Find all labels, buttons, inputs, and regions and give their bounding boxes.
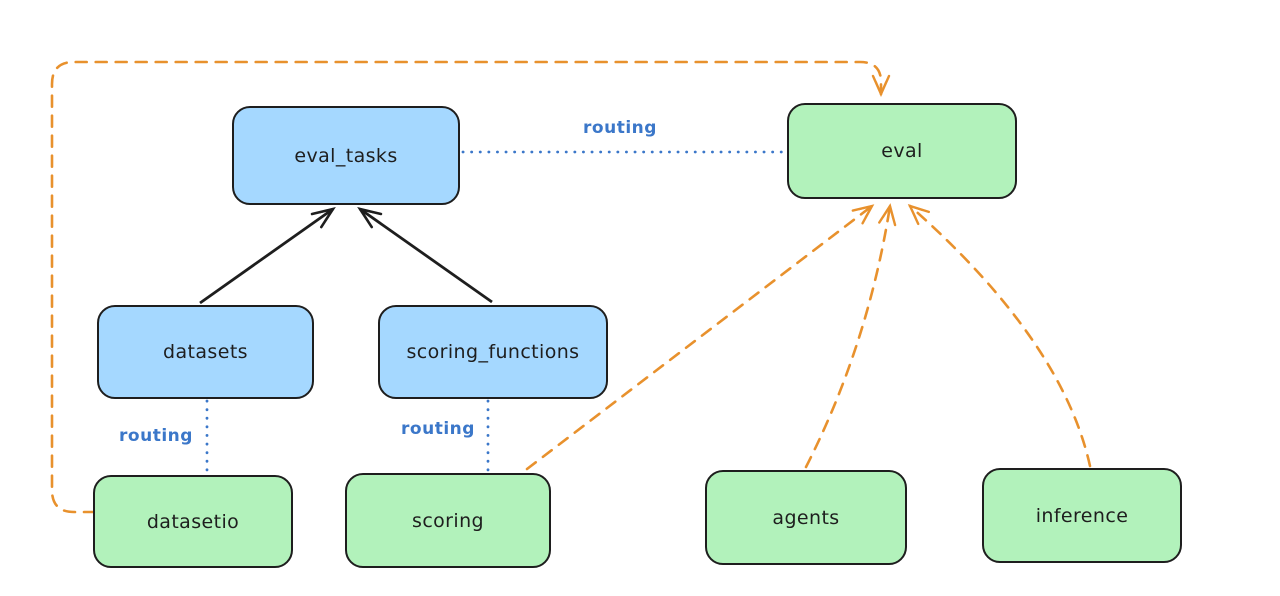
node-datasets: datasets — [97, 305, 314, 399]
edge-label-routing-datasets-datasetio: routing — [119, 426, 193, 446]
node-eval: eval — [787, 103, 1017, 199]
edge-scoring-to-eval-dashed — [525, 204, 875, 471]
node-agents-label: agents — [772, 506, 840, 529]
node-eval-tasks: eval_tasks — [232, 106, 460, 205]
node-datasets-label: datasets — [163, 341, 248, 363]
node-inference-label: inference — [1035, 504, 1129, 527]
node-eval-label: eval — [881, 140, 923, 162]
edge-datasetio-to-eval-dashed-loop — [50, 60, 891, 514]
edge-scoring-functions-to-eval-tasks-arrow — [357, 206, 493, 304]
node-agents: agents — [705, 470, 907, 565]
edge-agents-to-eval-dashed — [804, 203, 897, 469]
node-scoring-functions-label: scoring_functions — [406, 341, 580, 363]
node-datasetio: datasetio — [93, 475, 293, 568]
edge-datasets-to-eval-tasks-arrow — [199, 206, 336, 305]
node-datasetio-label: datasetio — [146, 510, 240, 533]
node-inference: inference — [982, 468, 1182, 563]
node-scoring: scoring — [345, 473, 551, 568]
edge-label-routing-eval-tasks-eval: routing — [583, 118, 657, 138]
edge-inference-to-eval-dashed — [907, 204, 1092, 468]
node-eval-tasks-label: eval_tasks — [294, 144, 398, 167]
edge-label-routing-scoring-functions-scoring: routing — [401, 419, 475, 439]
node-scoring-label: scoring — [412, 509, 484, 532]
node-scoring-functions: scoring_functions — [378, 305, 608, 399]
